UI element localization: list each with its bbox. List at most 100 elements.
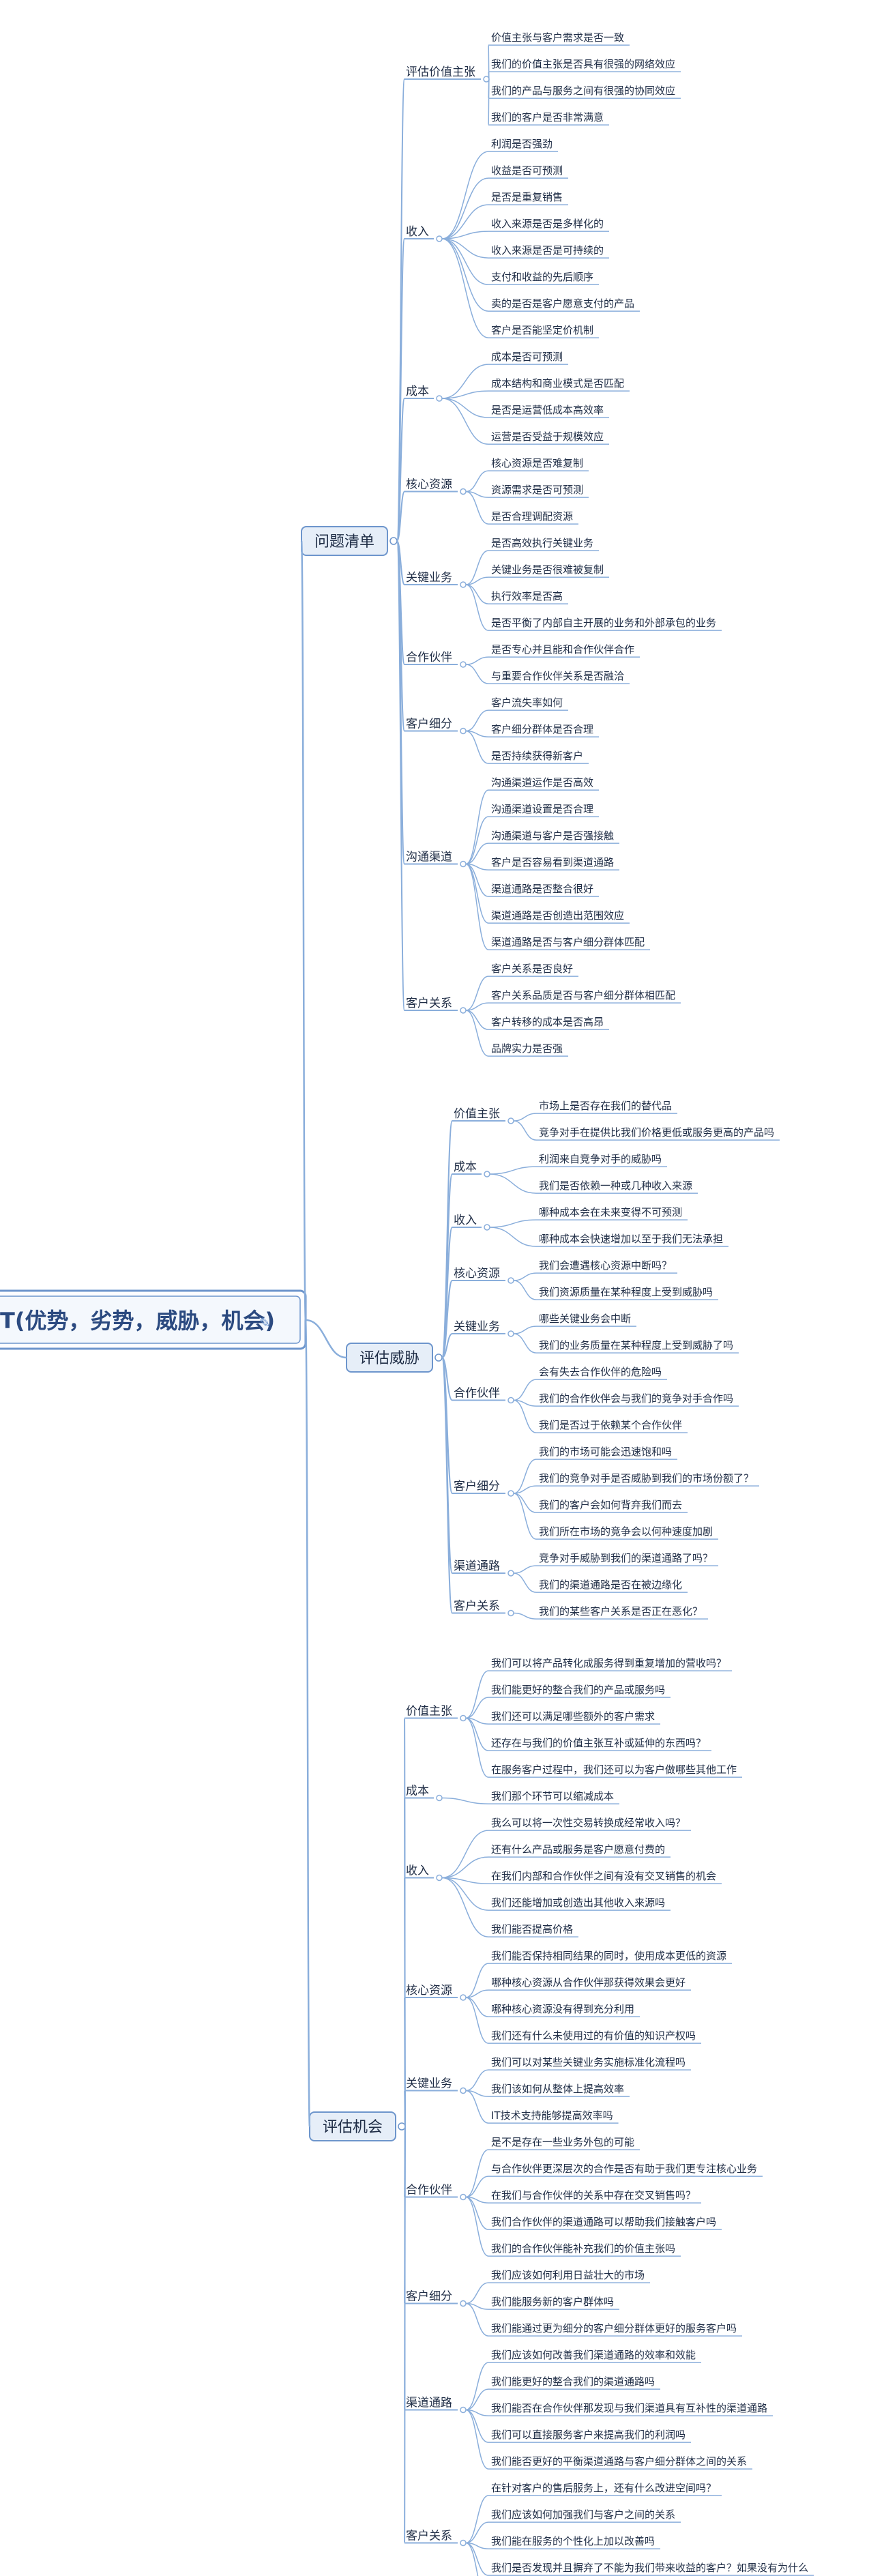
collapse-toggle-icon[interactable] [460, 860, 467, 868]
collapse-toggle-icon[interactable] [460, 1994, 467, 2001]
collapse-toggle-icon[interactable] [460, 2539, 467, 2547]
item-node[interactable]: 与合作伙伴更深层次的合作是否有助于我们更专注核心业务 [488, 2163, 763, 2177]
item-node[interactable]: 卖的是否是客户愿意支付的产品 [488, 297, 640, 312]
group-node[interactable]: 核心资源 [404, 478, 467, 495]
collapse-toggle-icon[interactable] [507, 1117, 514, 1124]
group-node[interactable]: 成本 [404, 385, 443, 402]
collapse-toggle-icon[interactable] [460, 2193, 467, 2201]
group-node[interactable]: 成本 [404, 1785, 443, 1802]
collapse-toggle-icon[interactable] [436, 1874, 443, 1882]
item-node[interactable]: 客户细分群体是否合理 [488, 723, 600, 737]
collapse-toggle-icon[interactable] [507, 1330, 514, 1337]
item-node[interactable]: 我们应该如何利用日益壮大的市场 [488, 2269, 651, 2283]
item-node[interactable]: 客户是否容易看到渠道通路 [488, 856, 620, 870]
item-node[interactable]: 市场上是否存在我们的替代品 [536, 1100, 678, 1114]
item-node[interactable]: 渠道通路是否与客户细分群体匹配 [488, 936, 651, 950]
group-node[interactable]: 客户细分 [452, 1480, 514, 1497]
group-node[interactable]: 关键业务 [404, 2077, 467, 2094]
item-node[interactable]: 我们还有什么未使用过的有价值的知识产权吗 [488, 2030, 702, 2044]
group-node[interactable]: 收入 [452, 1214, 490, 1231]
item-node[interactable]: 沟通渠道与客户是否强接触 [488, 830, 620, 844]
item-node[interactable]: 是否持续获得新客户 [488, 750, 589, 764]
item-node[interactable]: 在服务客户过程中，我们还可以为客户做哪些其他工作 [488, 1763, 743, 1778]
item-node[interactable]: 价值主张与客户需求是否一致 [488, 31, 630, 46]
item-node[interactable]: 收入来源是否是多样化的 [488, 218, 610, 232]
group-node[interactable]: 合作伙伴 [404, 651, 467, 668]
item-node[interactable]: 执行效率是否高 [488, 590, 569, 604]
collapse-toggle-icon[interactable] [460, 581, 467, 588]
item-node[interactable]: 我们的竞争对手是否威胁到我们的市场份额了？ [536, 1472, 760, 1487]
collapse-toggle-icon[interactable] [460, 1007, 467, 1014]
collapse-toggle-icon[interactable] [507, 1609, 514, 1617]
item-node[interactable]: 利润是否强劲 [488, 138, 559, 152]
item-node[interactable]: 我么可以将一次性交易转换成经常收入吗？ [488, 1817, 692, 1831]
item-node[interactable]: 我们的产品与服务之间有很强的协同效应 [488, 85, 681, 99]
item-node[interactable]: 支付和收益的先后顺序 [488, 271, 600, 285]
item-node[interactable]: 我们能否更好的平衡渠道通路与客户细分群体之间的关系 [488, 2455, 753, 2470]
item-node[interactable]: 我们能更好的整合我们的产品或服务吗 [488, 1684, 671, 1698]
group-node[interactable]: 渠道通路 [452, 1560, 514, 1577]
collapse-toggle-icon[interactable] [460, 727, 467, 735]
item-node[interactable]: 我们能否在合作伙伴那发现与我们渠道具有互补性的渠道通路 [488, 2402, 774, 2416]
item-node[interactable]: 是否高效执行关键业务 [488, 537, 600, 551]
item-node[interactable]: 哪些关键业务会中断 [536, 1313, 637, 1327]
group-node[interactable]: 价值主张 [404, 1705, 467, 1722]
collapse-toggle-icon[interactable] [436, 395, 443, 402]
item-node[interactable]: 客户转移的成本是否高昂 [488, 1016, 610, 1030]
collapse-toggle-icon[interactable] [460, 2406, 467, 2414]
item-node[interactable]: 我们可以对某些关键业务实施标准化流程吗 [488, 2056, 692, 2070]
item-node[interactable]: 是否平衡了内部自主开展的业务和外部承包的业务 [488, 617, 722, 631]
item-node[interactable]: 我们应该如何加强我们与客户之间的关系 [488, 2508, 681, 2523]
item-node[interactable]: 是不是存在一些业务外包的可能 [488, 2136, 640, 2150]
collapse-toggle-icon[interactable] [483, 76, 490, 83]
item-node[interactable]: 我们能在服务的个性化上加以改善吗 [488, 2535, 661, 2549]
item-node[interactable]: 还存在与我们的价值主张互补或延伸的东西吗？ [488, 1737, 712, 1751]
item-node[interactable]: 哪种核心资源从合作伙伴那获得效果会更好 [488, 1976, 692, 1991]
root-node[interactable]: T(优势，劣势，威胁，机会)✎ [0, 1289, 307, 1350]
item-node[interactable]: 我们资源质量在某种程度上受到威胁吗 [536, 1286, 719, 1300]
item-node[interactable]: 我们可以直接服务客户来提高我们的利润吗 [488, 2429, 692, 2443]
item-node[interactable]: 竞争对手威胁到我们的渠道通路了吗？ [536, 1552, 719, 1566]
item-node[interactable]: 沟通渠道设置是否合理 [488, 803, 600, 817]
item-node[interactable]: 我们是否发现并且摒弃了不能为我们带来收益的客户？如果没有为什么 [488, 2562, 814, 2576]
item-node[interactable]: 客户流失率如何 [488, 697, 569, 711]
item-node[interactable]: 与重要合作伙伴关系是否融洽 [488, 670, 630, 684]
group-node[interactable]: 收入 [404, 1864, 443, 1882]
collapse-toggle-icon[interactable] [398, 2122, 406, 2131]
branch-node[interactable]: 评估威胁 [346, 1343, 443, 1373]
group-node[interactable]: 核心资源 [452, 1267, 514, 1284]
item-node[interactable]: 我们能服务新的客户群体吗 [488, 2296, 620, 2310]
item-node[interactable]: 是否专心并且能和合作伙伴合作 [488, 643, 640, 658]
collapse-toggle-icon[interactable] [436, 235, 443, 242]
item-node[interactable]: 核心资源是否难复制 [488, 457, 589, 471]
group-node[interactable]: 关键业务 [404, 571, 467, 588]
collapse-toggle-icon[interactable] [484, 1171, 490, 1177]
item-node[interactable]: 资源需求是否可预测 [488, 484, 589, 498]
group-node[interactable]: 客户关系 [404, 2530, 467, 2547]
collapse-toggle-icon[interactable] [460, 2300, 467, 2307]
item-node[interactable]: 会有失去合作伙伴的危险吗 [536, 1366, 668, 1380]
item-node[interactable]: 我们可以将产品转化成服务得到重复增加的营收吗？ [488, 1657, 733, 1671]
collapse-toggle-icon[interactable] [484, 1224, 490, 1231]
group-node[interactable]: 客户关系 [452, 1600, 514, 1617]
item-node[interactable]: 收入来源是否是可持续的 [488, 244, 610, 259]
collapse-toggle-icon[interactable] [507, 1396, 514, 1404]
item-node[interactable]: 我们合作伙伴的渠道通路可以帮助我们接触客户吗 [488, 2216, 722, 2230]
group-node[interactable]: 价值主张 [452, 1107, 514, 1124]
item-node[interactable]: 在针对客户的售后服务上，还有什么改进空间吗？ [488, 2482, 722, 2496]
item-node[interactable]: 竞争对手在提供比我们价格更低或服务更高的产品吗 [536, 1126, 780, 1141]
item-node[interactable]: 品牌实力是否强 [488, 1042, 569, 1057]
item-node[interactable]: 沟通渠道运作是否高效 [488, 776, 600, 791]
group-node[interactable]: 合作伙伴 [404, 2184, 467, 2201]
branch-node[interactable]: 问题清单 [301, 526, 398, 556]
item-node[interactable]: 我们是否依赖一种或几种收入来源 [536, 1180, 698, 1194]
item-node[interactable]: 我们那个环节可以缩减成本 [488, 1790, 620, 1804]
item-node[interactable]: 我们的渠道通路是否在被边缘化 [536, 1579, 688, 1593]
item-node[interactable]: 客户是否能坚定价机制 [488, 324, 600, 338]
group-node[interactable]: 客户关系 [404, 997, 467, 1014]
item-node[interactable]: 我们的价值主张是否具有很强的网络效应 [488, 58, 681, 72]
collapse-toggle-icon[interactable] [460, 1714, 467, 1722]
item-node[interactable]: IT技术支持能够提高效率吗 [488, 2109, 619, 2124]
collapse-toggle-icon[interactable] [436, 1794, 443, 1802]
branch-node[interactable]: 评估机会 [309, 2111, 406, 2141]
